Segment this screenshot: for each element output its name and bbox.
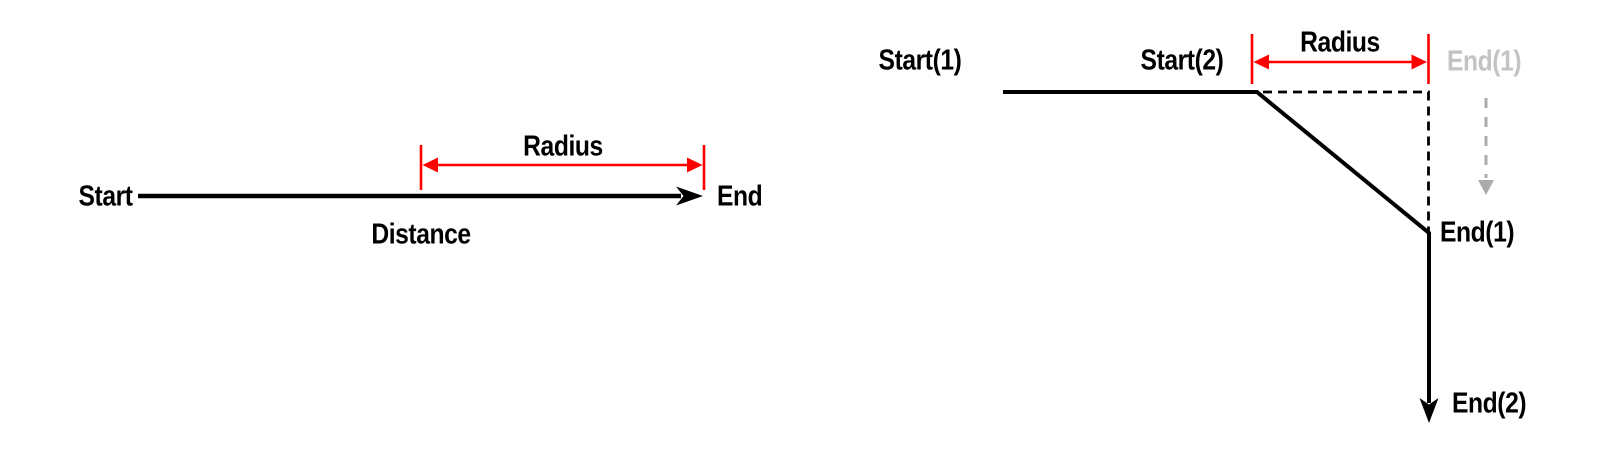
radius-label: Radius (1300, 26, 1380, 59)
radius-measure-arrowhead-right (687, 157, 703, 173)
radius-measure-arrowhead-left (422, 157, 438, 173)
end1-ghost-label: End(1) (1447, 45, 1522, 78)
start1-label: Start(1) (878, 44, 962, 77)
distance-arrowhead (676, 186, 703, 206)
radius-measure-arrowhead-right (1411, 54, 1427, 70)
path-arrowhead-down (1419, 398, 1439, 423)
radius-projection-dashed-line (1263, 90, 1430, 231)
distance-diagram (138, 145, 706, 206)
start2-label: Start(2) (1140, 44, 1224, 77)
end-label: End (717, 180, 763, 213)
start-label: Start (78, 180, 133, 213)
path-line (1003, 90, 1431, 403)
radius-path-diagram (1003, 34, 1494, 423)
end2-label: End(2) (1452, 387, 1527, 420)
radius-measure-arrowhead-left (1253, 54, 1269, 70)
distance-label: Distance (371, 218, 471, 251)
ghost-drop-arrowhead (1478, 180, 1494, 195)
radius-label: Radius (523, 130, 603, 163)
end1-label: End(1) (1440, 216, 1515, 249)
